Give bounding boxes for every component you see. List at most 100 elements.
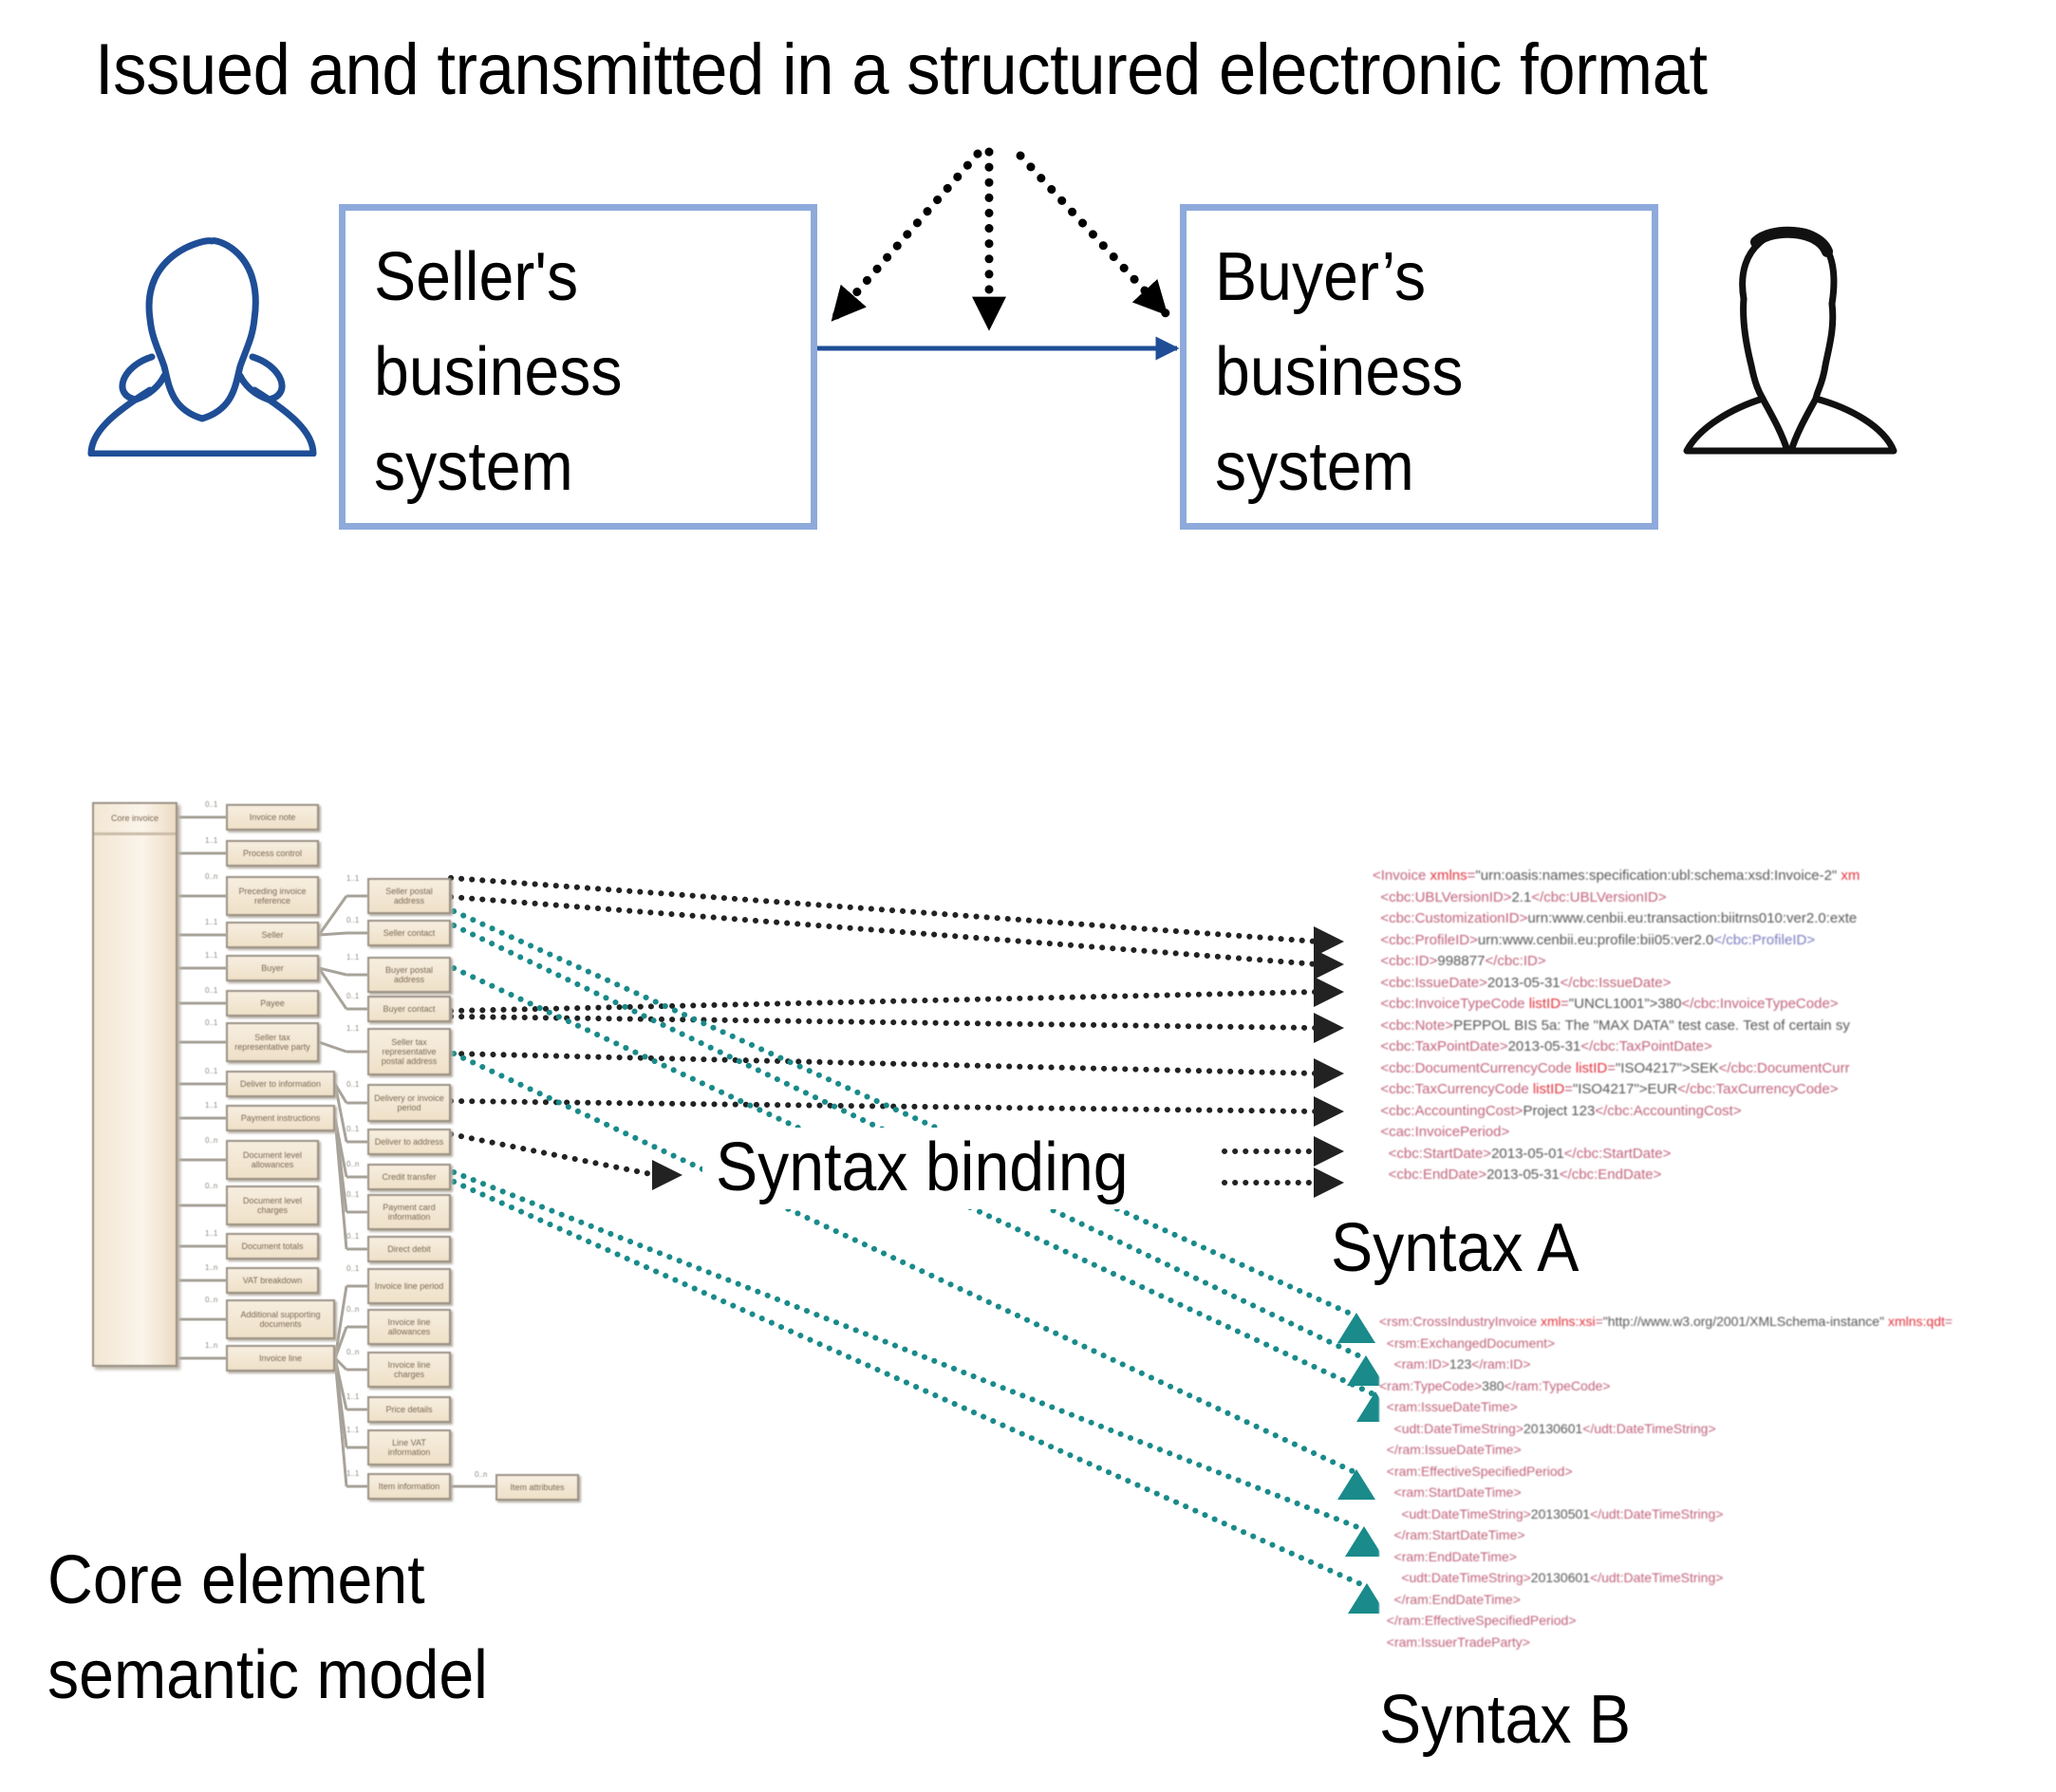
tree-multiplicity: 1..1: [346, 1024, 360, 1033]
tree-node: Item information: [367, 1473, 451, 1500]
xml-line: <udt:DateTimeString>20130601</udt:DateTi…: [1379, 1569, 2009, 1591]
xml-token: <cbc:IssueDate>: [1373, 974, 1487, 991]
xml-token: "ISO4217">SEK: [1615, 1059, 1719, 1076]
binding-dotted-line: [448, 875, 1320, 944]
tree-node: Payment card information: [367, 1194, 451, 1230]
semantic-model-label-line2: semantic model: [47, 1637, 488, 1713]
xml-token: <ram:StartDateTime>: [1379, 1484, 1522, 1500]
tree-node: Invoice note: [226, 804, 319, 831]
tree-multiplicity: 1..1: [346, 874, 360, 883]
tree-node: Seller contact: [367, 920, 451, 946]
xml-token: <udt:DateTimeString>: [1379, 1570, 1531, 1585]
xml-token: =: [1564, 1081, 1573, 1097]
tree-node: Payee: [226, 990, 319, 1017]
tree-multiplicity: 0..1: [205, 800, 218, 809]
xml-token: </cbc:EndDate>: [1559, 1167, 1662, 1183]
xml-line: </ram:StartDateTime>: [1379, 1526, 2009, 1548]
tree-multiplicity: 0..n: [475, 1470, 488, 1479]
diagram-title: Issued and transmitted in a structured e…: [95, 29, 1708, 110]
xml-token: "UNCL1001">380: [1568, 996, 1682, 1012]
xml-token: <Invoice: [1373, 868, 1430, 884]
xml-token: xmlns:xsi: [1541, 1314, 1596, 1329]
binding-arrowhead: [652, 1160, 682, 1190]
xml-token: <udt:DateTimeString>: [1379, 1420, 1523, 1436]
xml-token: <cbc:TaxCurrencyCode: [1373, 1081, 1533, 1097]
binding-arrowhead: [1337, 1313, 1375, 1343]
xml-token: </cbc:UBLVersionID>: [1531, 888, 1667, 905]
tree-node: Additional supporting documents: [226, 1299, 335, 1339]
xml-token: 2013-05-31: [1486, 1167, 1560, 1183]
tree-node: Buyer contact: [367, 996, 451, 1022]
xml-line: <rsm:ExchangedDocument>: [1379, 1335, 2009, 1356]
tree-multiplicity: 0..n: [205, 1296, 218, 1304]
binding-arrowhead: [1314, 1058, 1344, 1089]
seller-business-system-box: Seller's business system: [339, 204, 817, 530]
xml-token: <cbc:TaxPointDate>: [1373, 1038, 1508, 1055]
xml-token: </ram:TypeCode>: [1504, 1377, 1611, 1393]
xml-line: <cbc:TaxPointDate>2013-05-31</cbc:TaxPoi…: [1373, 1036, 1963, 1058]
tree-multiplicity: 0..1: [346, 1264, 360, 1273]
tree-multiplicity: 1..1: [346, 953, 360, 961]
xml-token: </ram:EffectiveSpecifiedPeriod>: [1379, 1613, 1577, 1628]
xml-token: listID: [1528, 996, 1561, 1012]
xml-token: listID: [1532, 1081, 1565, 1097]
xml-line: <cbc:ProfileID>urn:www.cenbii.eu:profile…: [1373, 930, 1963, 952]
binding-arrowhead: [1347, 1355, 1385, 1386]
format-dotted-arrow-left: [829, 149, 982, 324]
syntax-b-label: Syntax B: [1379, 1682, 1632, 1758]
syntax-a-label: Syntax A: [1331, 1210, 1579, 1286]
xml-line: <cac:InvoicePeriod>: [1373, 1122, 1963, 1144]
xml-token: <cbc:AccountingCost>: [1373, 1102, 1523, 1119]
tree-multiplicity: 0..n: [346, 1348, 360, 1356]
xml-line: <cbc:UBLVersionID>2.1</cbc:UBLVersionID>: [1373, 887, 1963, 909]
tree-node: Document level allowances: [226, 1140, 319, 1180]
xml-line: <cbc:IssueDate>2013-05-31</cbc:IssueDate…: [1373, 973, 1963, 995]
xml-token: </cbc:InvoiceTypeCode>: [1681, 996, 1839, 1012]
tree-node: Credit transfer: [367, 1164, 451, 1190]
syntax-binding-label: Syntax binding: [716, 1129, 1129, 1205]
xml-line: <ram:TypeCode>380</ram:TypeCode>: [1379, 1377, 2009, 1399]
tree-multiplicity: 0..1: [205, 1067, 218, 1075]
tree-multiplicity: 0..1: [346, 1190, 360, 1199]
binding-dotted-line: [448, 894, 1320, 967]
binding-arrowhead: [1314, 1013, 1344, 1043]
tree-node: Invoice line period: [367, 1268, 451, 1304]
tree-connector: [333, 1285, 348, 1359]
xml-token: </cbc:ID>: [1485, 953, 1546, 969]
xml-token: </cbc:DocumentCurr: [1718, 1059, 1850, 1076]
xml-token: 998877: [1437, 953, 1486, 969]
xml-line: <udt:DateTimeString>20130601</udt:DateTi…: [1379, 1420, 2009, 1442]
tree-multiplicity: 1..n: [205, 1341, 218, 1350]
binding-arrowhead: [1348, 1583, 1386, 1614]
xml-token: </cbc:TaxPointDate>: [1580, 1038, 1712, 1055]
tree-connector: [333, 1117, 348, 1250]
tree-connector: [318, 931, 347, 937]
syntax-binding-label-bg: Syntax binding: [702, 1128, 1191, 1209]
tree-multiplicity: 1..1: [205, 1229, 218, 1238]
binding-dotted-line: [451, 908, 1355, 1317]
xml-line: <Invoice xmlns="urn:oasis:names:specific…: [1373, 866, 1963, 887]
tree-node: Buyer: [226, 955, 319, 981]
tree-connector: [333, 1326, 348, 1359]
xml-line: <rsm:CrossIndustryInvoice xmlns:xsi="htt…: [1379, 1313, 2009, 1335]
tree-multiplicity: 0..1: [205, 986, 218, 995]
tree-multiplicity: 0..n: [205, 872, 218, 881]
tree-multiplicity: 0..1: [346, 916, 360, 924]
xml-token: =: [1561, 996, 1569, 1012]
tree-connector: [333, 1357, 348, 1487]
binding-dotted-line: [451, 1051, 1355, 1474]
xml-token: <cbc:StartDate>: [1373, 1145, 1492, 1162]
syntax-b-xml: <rsm:CrossIndustryInvoice xmlns:xsi="htt…: [1379, 1313, 2009, 1651]
xml-token: xm: [1841, 868, 1860, 884]
tree-root-label: Core invoice: [94, 804, 176, 835]
xml-line: <cbc:DocumentCurrencyCode listID="ISO421…: [1373, 1058, 1963, 1080]
binding-dotted-line: [451, 1179, 1366, 1588]
tree-node: Deliver to address: [367, 1129, 451, 1155]
xml-token: </udt:DateTimeString>: [1582, 1420, 1716, 1436]
xml-line: </ram:EndDateTime>: [1379, 1591, 2009, 1613]
tree-node: VAT breakdown: [226, 1267, 319, 1294]
tree-node: Process control: [226, 840, 319, 867]
xml-token: <cbc:UBLVersionID>: [1373, 888, 1512, 905]
xml-token: <ram:TypeCode>: [1379, 1377, 1483, 1393]
tree-node: Direct debit: [367, 1236, 451, 1262]
